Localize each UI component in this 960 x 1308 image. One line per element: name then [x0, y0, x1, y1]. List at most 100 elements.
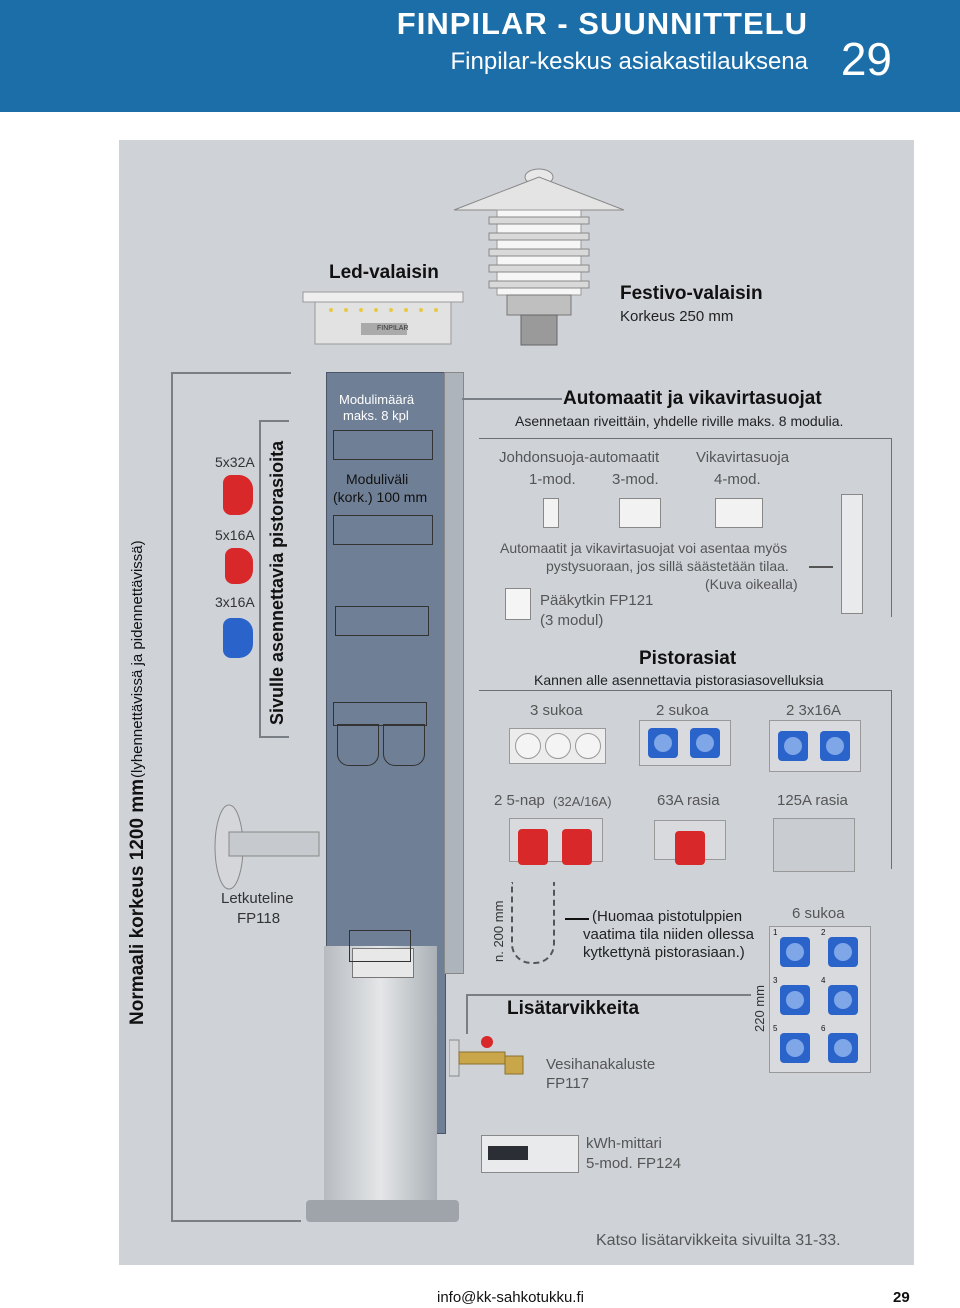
- side-bracket-top: [259, 420, 289, 422]
- socket-6-num-1: 1: [773, 928, 778, 937]
- footer-email[interactable]: info@kk-sahkotukku.fi: [437, 1289, 584, 1306]
- vertical-note-2: pystysuoraan, jos sillä säästetään tilaa…: [546, 558, 789, 574]
- rcd-4mod-image: [715, 498, 763, 528]
- pillar-lock-plate: [352, 948, 414, 978]
- side-socket-3x16a-label: 3x16A: [215, 594, 255, 610]
- height-bracket-bottom: [171, 1220, 301, 1222]
- breakers-frame: [479, 438, 892, 617]
- side-socket-5x32a-label: 5x32A: [215, 454, 255, 470]
- page-title: FINPILAR - SUUNNITTELU: [396, 6, 808, 41]
- socket-2sukoa-image: [639, 720, 731, 766]
- kwh-meter-label: kWh-mittari: [586, 1135, 662, 1152]
- mcb-1mod-label: 1-mod.: [529, 471, 576, 488]
- side-bracket-bottom: [259, 736, 289, 738]
- socket-area-top: [333, 702, 427, 726]
- plug-note-2: vaatima tila niiden ollessa: [583, 926, 754, 943]
- pillar-base: [324, 946, 437, 1216]
- water-tap-code: FP117: [546, 1075, 590, 1092]
- height-bracket-top: [171, 372, 291, 374]
- mcb-1mod-image: [543, 498, 559, 528]
- plug-note-arrow-icon: [565, 918, 589, 920]
- hose-holder-code: FP118: [237, 910, 281, 927]
- socket-125a-label: 125A rasia: [777, 792, 848, 809]
- mcb-label: Johdonsuoja-automaatit: [499, 449, 660, 466]
- sockets-title: Pistorasiat: [639, 648, 737, 669]
- main-switch-modules: (3 modul): [540, 612, 604, 629]
- mcb-3mod-image: [619, 498, 661, 528]
- socket-6-num-4: 4: [821, 976, 826, 985]
- accessories-frame-left: [466, 994, 468, 1034]
- height-adjustable-note: (lyhennettävissä ja pidennettävissä): [129, 540, 146, 778]
- vertical-note-3: (Kuva oikealla): [705, 576, 798, 592]
- page-header: FINPILAR - SUUNNITTELU Finpilar-keskus a…: [0, 0, 960, 112]
- festivo-lamp-image: [453, 168, 625, 346]
- pillar-side: [444, 372, 464, 974]
- hose-holder-name: Letkuteline: [221, 890, 294, 907]
- plug-height-200: n. 200 mm: [491, 900, 506, 962]
- page-subtitle: Finpilar-keskus asiakastilauksena: [450, 48, 809, 75]
- side-bracket-line: [259, 420, 261, 738]
- mcb-3mod-label: 3-mod.: [612, 471, 659, 488]
- modules-max-label: maks. 8 kpl: [343, 408, 409, 423]
- socket-63a-label: 63A rasia: [657, 792, 720, 809]
- socket-5nap-spec: (32A/16A): [553, 794, 612, 809]
- socket-6-num-6: 6: [821, 1024, 826, 1033]
- normal-height-label: Normaali korkeus 1200 mm: [127, 778, 148, 1025]
- product-illustration-panel: FINPILAR Led-valaisin Festivo-valaisin K…: [119, 140, 914, 1265]
- plug-cable-image: [511, 882, 555, 964]
- water-tap-image: [449, 1036, 524, 1077]
- module-gap-label: Moduliväli: [346, 471, 409, 487]
- pillar-foot: [306, 1200, 459, 1222]
- module-row-3: [335, 606, 429, 636]
- modules-count-label: Modulimäärä: [339, 392, 415, 407]
- socket-2x3x16a-label: 2 3x16A: [786, 702, 842, 719]
- accessories-title: Lisätarvikkeita: [507, 998, 640, 1019]
- socket-6-num-3: 3: [773, 976, 778, 985]
- side-socket-5x16a-label: 5x16A: [215, 527, 255, 543]
- led-lamp-image: [302, 291, 464, 345]
- kwh-meter-image: [481, 1135, 579, 1173]
- side-socket-3x16a-image: [223, 618, 253, 658]
- accessories-frame-top: [466, 994, 751, 996]
- socket-2x3x16a-image: [769, 720, 861, 772]
- socket-5nap-label: 2 5-nap: [494, 792, 545, 809]
- hose-holder-image: [214, 804, 320, 890]
- breakers-title: Automaatit ja vikavirtasuojat: [563, 388, 822, 409]
- socket-6sukoa-label: 6 sukoa: [792, 905, 845, 922]
- vertical-breakers-image: [841, 494, 863, 614]
- socket-6sukoa-image: 1 2 3 4 5 6: [769, 926, 871, 1073]
- height-bracket-line: [171, 372, 173, 1222]
- rcd-label: Vikavirtasuoja: [696, 449, 790, 466]
- see-more-accessories: Katso lisätarvikkeita sivuilta 31-33.: [596, 1232, 841, 1249]
- vertical-note-arrow-icon: [809, 566, 833, 568]
- footer-page-number: 29: [893, 1289, 910, 1306]
- header-page-number: 29: [840, 33, 892, 85]
- pillar-lower-hatch: [349, 930, 411, 962]
- rcd-4mod-label: 4-mod.: [714, 471, 761, 488]
- main-switch-image: [505, 588, 531, 620]
- festivo-lamp-label: Festivo-valaisin: [620, 283, 763, 304]
- breakers-connector: [462, 398, 562, 400]
- plug-note-3: kytkettynä pistorasiaan.): [583, 944, 745, 961]
- socket-area-left: [337, 724, 379, 766]
- socket-area-right: [383, 724, 425, 766]
- socket-3sukoa-label: 3 sukoa: [530, 702, 583, 719]
- vertical-note-1: Automaatit ja vikavirtasuojat voi asenta…: [500, 540, 788, 556]
- socket-125a-image: [773, 818, 855, 872]
- socket-6-num-2: 2: [821, 928, 826, 937]
- side-socket-5x16a-image: [225, 548, 253, 584]
- side-socket-5x32a-image: [223, 475, 253, 515]
- module-row-2: [333, 515, 433, 545]
- socket-2sukoa-label: 2 sukoa: [656, 702, 709, 719]
- main-switch-label: Pääkytkin FP121: [540, 592, 654, 609]
- festivo-height: Korkeus 250 mm: [620, 308, 734, 325]
- socket-6-height-220: 220 mm: [752, 985, 767, 1032]
- kwh-meter-code: 5-mod. FP124: [586, 1155, 682, 1172]
- led-lamp-label: Led-valaisin: [329, 262, 439, 283]
- socket-6-num-5: 5: [773, 1024, 778, 1033]
- module-row-1: [333, 430, 433, 460]
- sockets-frame: [479, 690, 892, 869]
- plug-note-1: (Huomaa pistotulppien: [592, 908, 743, 925]
- water-tap-label: Vesihanakaluste: [546, 1056, 656, 1073]
- breakers-subtitle: Asennetaan riveittäin, yhdelle riville m…: [515, 413, 844, 429]
